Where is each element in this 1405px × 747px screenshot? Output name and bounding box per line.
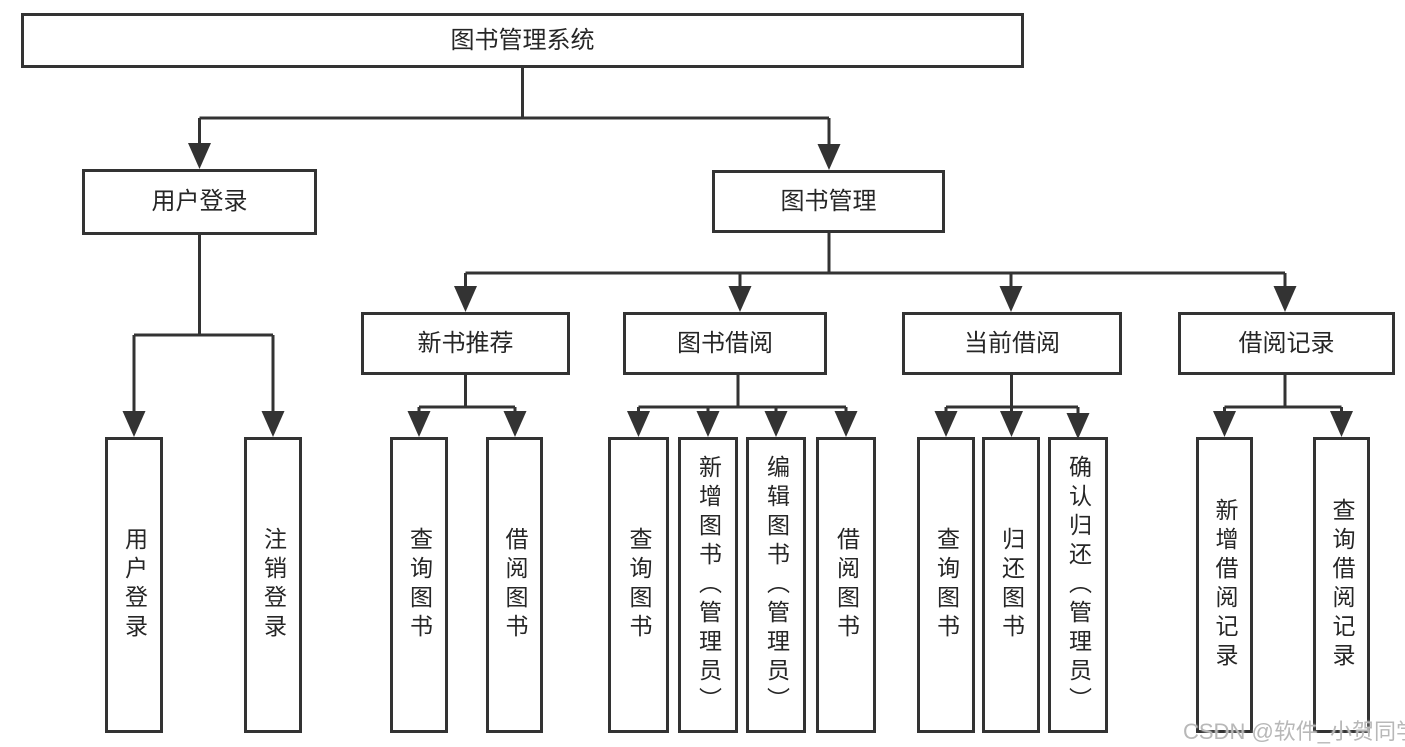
node-query-books-borrowing-label: 查询图书 <box>626 527 652 643</box>
node-borrow-books-borrowing: 借阅图书 <box>816 437 876 733</box>
connector-book-management <box>454 233 1297 312</box>
node-edit-book-admin: 编辑图书（管理员） <box>746 437 806 733</box>
node-new-book-recommendation-label: 新书推荐 <box>417 329 514 357</box>
node-return-books-label: 归还图书 <box>998 527 1025 643</box>
node-return-books: 归还图书 <box>982 437 1040 733</box>
node-book-management-label: 图书管理 <box>780 187 877 215</box>
connector-root <box>188 68 841 170</box>
node-add-book-admin: 新增图书（管理员） <box>678 437 738 733</box>
node-current-borrowing: 当前借阅 <box>902 312 1122 375</box>
node-borrow-books-borrowing-label: 借阅图书 <box>833 527 860 643</box>
node-borrowing-records: 借阅记录 <box>1178 312 1395 375</box>
node-library-system: 图书管理系统 <box>21 13 1024 68</box>
node-query-books-borrowing: 查询图书 <box>608 437 669 733</box>
connector-book-borrowing <box>627 375 858 437</box>
node-book-borrowing-label: 图书借阅 <box>677 329 773 357</box>
connector-user-login <box>122 235 285 437</box>
node-edit-book-admin-label: 编辑图书（管理员） <box>763 454 790 716</box>
node-borrow-books-recommend: 借阅图书 <box>486 437 543 733</box>
node-user-login-leaf: 用户登录 <box>105 437 163 733</box>
node-user-login-leaf-label: 用户登录 <box>121 527 148 643</box>
node-query-books-recommend-label: 查询图书 <box>406 527 433 643</box>
node-query-borrow-record: 查询借阅记录 <box>1313 437 1370 733</box>
node-logout: 注销登录 <box>244 437 302 733</box>
node-user-login: 用户登录 <box>82 169 317 235</box>
watermark-text: CSDN @软件_小贺同学 <box>1183 719 1405 744</box>
node-user-login-label: 用户登录 <box>151 188 248 215</box>
connector-current-borrowing <box>934 375 1090 439</box>
node-confirm-return-admin: 确认归还（管理员） <box>1048 437 1108 733</box>
node-query-books-recommend: 查询图书 <box>390 437 448 733</box>
connector-new-book-recommendation <box>407 375 527 437</box>
node-add-borrow-record: 新增借阅记录 <box>1196 437 1253 733</box>
node-confirm-return-admin-label: 确认归还（管理员） <box>1065 454 1092 716</box>
node-library-system-label: 图书管理系统 <box>450 26 595 54</box>
node-borrowing-records-label: 借阅记录 <box>1238 329 1335 357</box>
node-logout-label: 注销登录 <box>260 527 287 643</box>
node-book-borrowing: 图书借阅 <box>623 312 827 375</box>
node-book-management: 图书管理 <box>712 170 945 233</box>
node-borrow-books-recommend-label: 借阅图书 <box>502 527 528 643</box>
node-query-books-current-label: 查询图书 <box>933 527 960 643</box>
node-add-book-admin-label: 新增图书（管理员） <box>695 454 722 716</box>
node-add-borrow-record-label: 新增借阅记录 <box>1212 498 1238 672</box>
node-query-borrow-record-label: 查询借阅记录 <box>1329 498 1355 672</box>
node-query-books-current: 查询图书 <box>917 437 975 733</box>
node-current-borrowing-label: 当前借阅 <box>964 329 1060 357</box>
node-new-book-recommendation: 新书推荐 <box>361 312 570 375</box>
connector-borrowing-records <box>1213 375 1353 437</box>
